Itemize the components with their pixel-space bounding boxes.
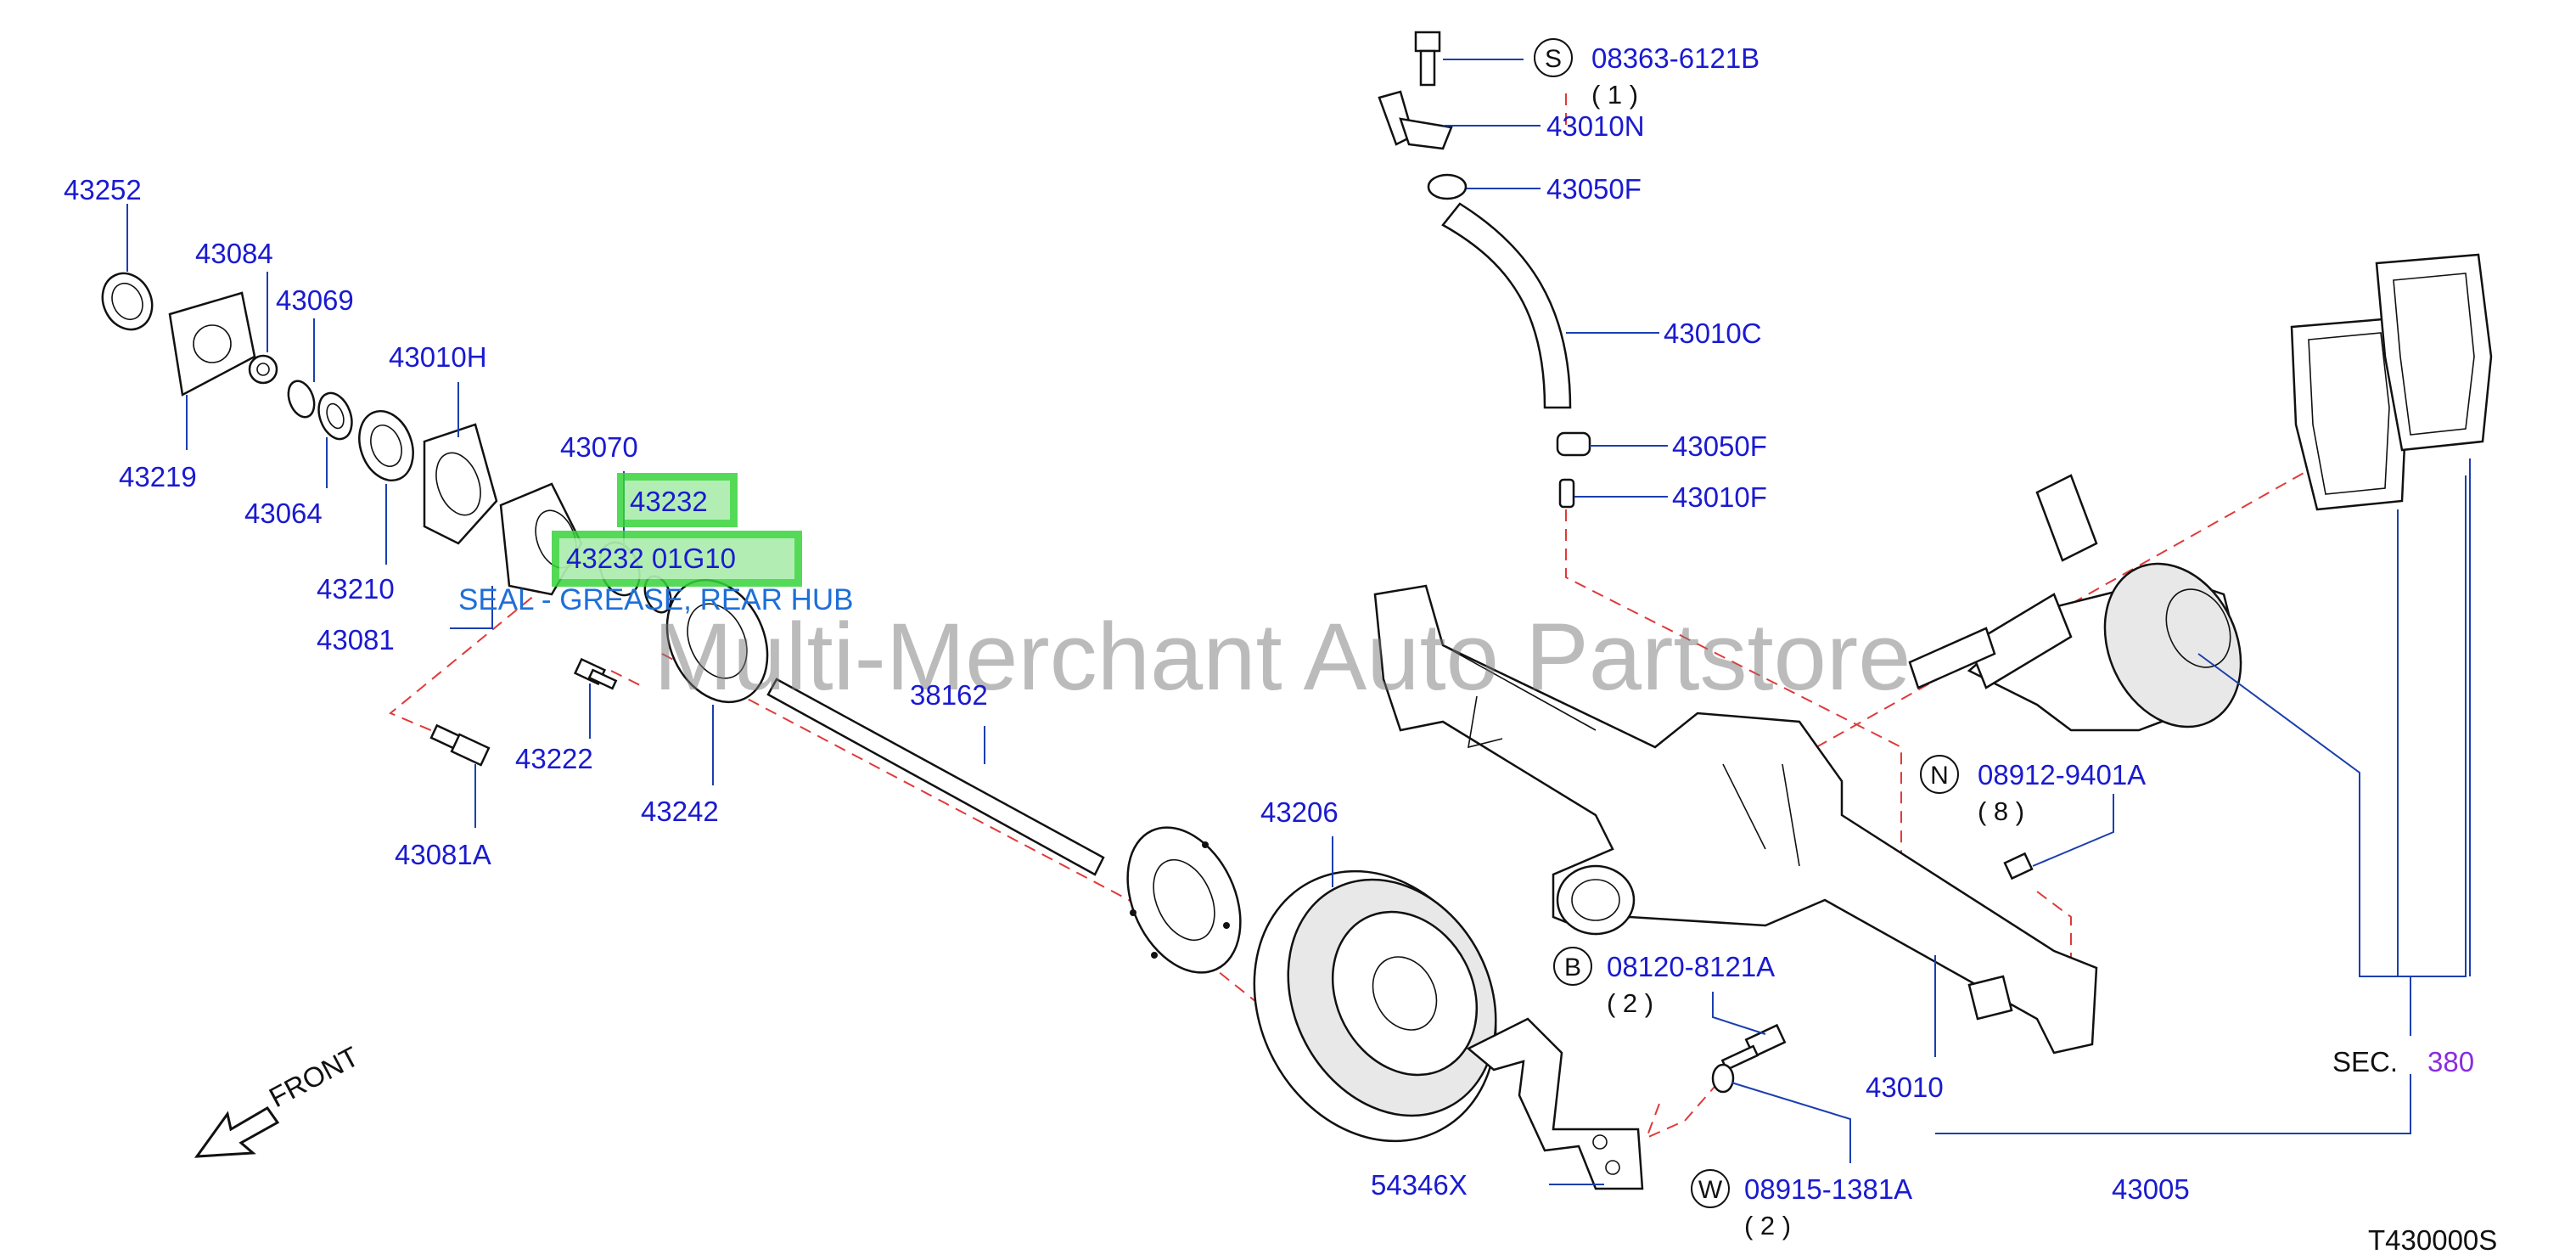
label-43010[interactable]: 43010 <box>1866 1072 1944 1103</box>
label-sec: SEC. <box>2332 1046 2398 1077</box>
reference-symbols: S N B W <box>1534 38 1959 1208</box>
label-54346X[interactable]: 54346X <box>1371 1169 1468 1201</box>
diagram-code: T430000S <box>2368 1224 2497 1256</box>
label-43010N[interactable]: 43010N <box>1546 110 1645 142</box>
highlight-boxes <box>552 473 802 587</box>
label-08912-9401A[interactable]: 08912-9401A <box>1978 759 2146 790</box>
label-43010C[interactable]: 43010C <box>1664 318 1762 349</box>
qty-08120-8121A: ( 2 ) <box>1607 988 1653 1018</box>
label-43232[interactable]: 43232 <box>630 486 708 517</box>
label-43010H[interactable]: 43010H <box>389 341 487 373</box>
symbol-s-circle <box>1534 38 1573 77</box>
label-43050F-top[interactable]: 43050F <box>1546 173 1642 205</box>
label-43084[interactable]: 43084 <box>195 238 273 269</box>
axle-housing <box>1373 584 2098 1055</box>
qty-08363-6121B: ( 1 ) <box>1591 80 1638 110</box>
symbol-n-circle <box>1920 755 1959 794</box>
label-43081A[interactable]: 43081A <box>395 839 491 870</box>
label-08363-6121B[interactable]: 08363-6121B <box>1591 42 1759 74</box>
differential-carrier <box>1908 474 2242 732</box>
label-43232-01G10[interactable]: 43232 01G10 <box>566 543 736 574</box>
symbol-b-circle <box>1553 947 1592 986</box>
label-43010F[interactable]: 43010F <box>1672 481 1767 513</box>
label-43222[interactable]: 43222 <box>515 743 593 774</box>
brake-drum <box>1253 869 1497 1143</box>
watermark: Multi-Merchant Auto Partstore <box>654 604 1911 710</box>
qty-08915-1381A: ( 2 ) <box>1744 1211 1791 1240</box>
label-43252[interactable]: 43252 <box>64 174 142 205</box>
label-43050F-bottom[interactable]: 43050F <box>1672 430 1767 462</box>
label-08120-8121A[interactable]: 08120-8121A <box>1607 951 1775 982</box>
label-seal-description: SEAL - GREASE, REAR HUB <box>458 583 854 616</box>
label-43070[interactable]: 43070 <box>560 431 638 463</box>
label-38162[interactable]: 38162 <box>910 679 988 711</box>
leader-lines <box>126 59 2471 1185</box>
bracket-and-fasteners <box>1466 852 2034 1190</box>
label-43005[interactable]: 43005 <box>2112 1173 2190 1205</box>
qty-08912-9401A: ( 8 ) <box>1978 796 2024 826</box>
symbol-w-circle <box>1691 1169 1730 1208</box>
front-label: FRONT <box>264 1040 364 1113</box>
label-43242[interactable]: 43242 <box>641 796 719 827</box>
front-direction-arrow: FRONT <box>194 1040 364 1158</box>
label-43064[interactable]: 43064 <box>244 498 323 529</box>
symbol-n: N <box>1930 762 1949 790</box>
label-sec-380[interactable]: 380 <box>2427 1046 2474 1077</box>
symbol-w: W <box>1698 1176 1723 1204</box>
label-08915-1381A[interactable]: 08915-1381A <box>1744 1173 1912 1205</box>
label-43081[interactable]: 43081 <box>317 624 395 655</box>
gasket-and-cover <box>2290 253 2493 511</box>
symbol-b: B <box>1564 953 1581 982</box>
label-43219[interactable]: 43219 <box>119 461 197 492</box>
symbol-s: S <box>1545 45 1562 73</box>
part-labels: 43252 43084 43069 43010H 43219 43064 430… <box>64 42 2497 1256</box>
label-43069[interactable]: 43069 <box>276 284 354 316</box>
label-43206[interactable]: 43206 <box>1260 796 1339 828</box>
label-43210[interactable]: 43210 <box>317 573 395 605</box>
breather-assembly <box>1378 31 1591 509</box>
axle-shaft <box>766 678 1242 974</box>
